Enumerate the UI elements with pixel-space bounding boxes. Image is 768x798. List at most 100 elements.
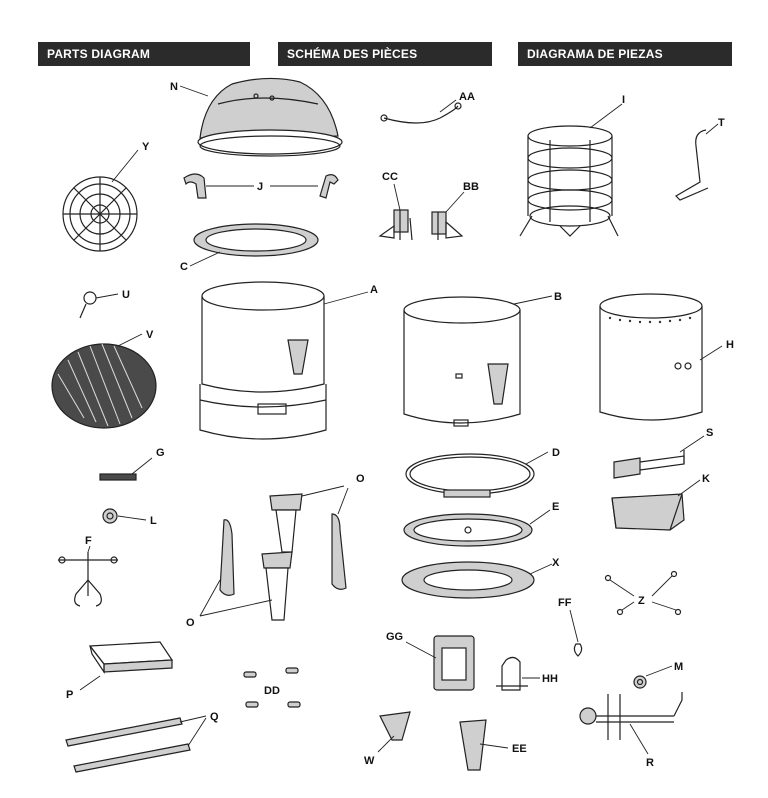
part-m-knob	[633, 675, 647, 689]
leader-ee	[479, 743, 509, 749]
leader-q-1	[179, 715, 207, 723]
part-h-drum	[599, 293, 703, 421]
leader-o-top-a	[301, 485, 345, 497]
leader-ff	[569, 609, 579, 643]
leader-m	[645, 665, 673, 677]
leader-u	[95, 293, 119, 299]
leader-z-4	[651, 601, 677, 611]
label-h: H	[726, 339, 734, 351]
part-hh-latch	[496, 656, 528, 691]
part-v-grate	[51, 343, 157, 429]
label-l: L	[150, 515, 157, 527]
leader-q-2	[187, 717, 207, 747]
leader-f	[87, 545, 91, 553]
label-a: A	[370, 284, 378, 296]
part-w-bracket	[379, 711, 411, 741]
leader-l	[117, 515, 147, 521]
part-q-rails	[65, 717, 191, 773]
part-j-handles	[183, 173, 339, 199]
label-aa: AA	[459, 91, 475, 103]
part-n-lid	[197, 77, 343, 157]
part-gg-panel	[433, 635, 475, 691]
label-o-top: O	[356, 473, 365, 485]
part-cc-hinge	[378, 209, 413, 241]
leader-c	[189, 251, 221, 267]
leader-d	[525, 451, 549, 465]
leader-a	[323, 291, 369, 305]
leader-y	[111, 149, 139, 183]
label-n: N	[170, 81, 178, 93]
leader-aa	[439, 99, 457, 113]
part-g-thermometer	[99, 473, 137, 481]
part-a-body	[199, 281, 327, 440]
label-x: X	[552, 557, 560, 569]
part-x-ring	[401, 561, 535, 599]
label-hh: HH	[542, 673, 558, 685]
label-p: P	[66, 689, 73, 701]
label-i: I	[622, 94, 625, 106]
label-t: T	[718, 117, 725, 129]
leader-o-bottom-a	[199, 579, 221, 617]
label-cc: CC	[382, 171, 398, 183]
part-u-pin	[79, 291, 97, 319]
label-gg: GG	[386, 631, 403, 643]
leader-v	[117, 333, 143, 347]
label-b: B	[554, 291, 562, 303]
leader-cc	[393, 183, 401, 211]
leader-k	[677, 479, 701, 497]
leader-i	[589, 103, 623, 129]
label-dd: DD	[264, 685, 280, 697]
part-f-hook	[58, 552, 118, 607]
leader-gg	[405, 641, 437, 659]
part-o-legs	[219, 493, 347, 621]
leader-o-top-b	[337, 487, 349, 515]
label-f: F	[85, 535, 92, 547]
leader-t	[705, 123, 719, 135]
part-c-lid-ring	[193, 223, 319, 257]
part-d-ring	[405, 453, 535, 498]
part-z-screws	[604, 570, 682, 616]
label-k: K	[702, 473, 710, 485]
label-z: Z	[638, 595, 645, 607]
leader-e	[529, 509, 551, 525]
part-b-drum	[403, 296, 521, 427]
label-c: C	[180, 261, 188, 273]
label-s: S	[706, 427, 713, 439]
leader-w	[377, 735, 395, 753]
part-y-grate	[62, 176, 138, 252]
leader-x	[529, 563, 553, 575]
label-bb: BB	[463, 181, 479, 193]
label-u: U	[122, 289, 130, 301]
label-r: R	[646, 757, 654, 769]
part-i-basket	[519, 125, 619, 237]
label-ff: FF	[558, 597, 572, 609]
part-r-burner	[579, 692, 683, 740]
part-ff-clip	[573, 643, 583, 657]
header-parts-diagram: PARTS DIAGRAM	[38, 42, 250, 66]
leader-h	[699, 345, 723, 361]
leader-o-bottom-b	[199, 599, 273, 617]
leader-r	[629, 723, 649, 755]
label-g: G	[156, 447, 165, 459]
leader-g	[131, 457, 153, 475]
part-l-nut	[102, 508, 118, 524]
part-aa-hose	[380, 102, 462, 124]
part-p-tray	[88, 641, 174, 674]
label-d: D	[552, 447, 560, 459]
label-v: V	[146, 329, 154, 341]
label-j: J	[257, 181, 263, 193]
leader-p	[79, 675, 101, 691]
part-dd-feet	[243, 667, 301, 708]
header-diagrama-de-piezas: DIAGRAMA DE PIEZAS	[518, 42, 732, 66]
label-o-bottom: O	[186, 617, 195, 629]
leader-z-3	[621, 601, 635, 611]
label-m: M	[674, 661, 683, 673]
label-w: W	[364, 755, 375, 767]
part-s-bracket	[613, 450, 685, 479]
leader-s	[679, 435, 705, 453]
label-ee: EE	[512, 743, 527, 755]
leader-bb	[445, 191, 465, 213]
part-e-plate	[403, 513, 533, 547]
leader-n	[179, 85, 209, 97]
header-schema-des-pieces: SCHÉMA DES PIÈCES	[278, 42, 492, 66]
